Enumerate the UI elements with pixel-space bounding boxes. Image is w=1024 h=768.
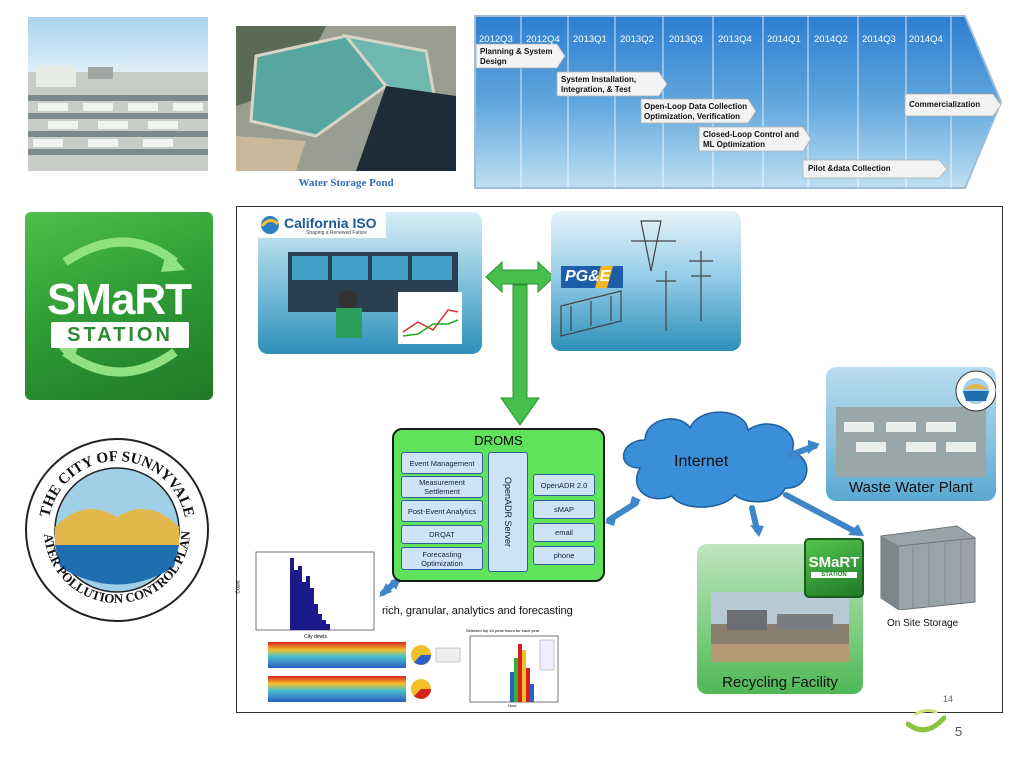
smart-badge-subtitle: STATION bbox=[811, 572, 857, 578]
task-open-loop: Open-Loop Data Collection Optimization, … bbox=[644, 102, 748, 121]
droms-channel: phone bbox=[533, 546, 595, 565]
quarter-label: 2012Q4 bbox=[526, 34, 560, 45]
histogram-count-label: Count bbox=[235, 580, 242, 594]
peak-hours-title: Selected top 40 peak hours for each year bbox=[466, 628, 540, 633]
peak-hours-axis-label: Hour bbox=[508, 703, 517, 708]
droms-module: DRQAT bbox=[401, 525, 483, 544]
footer-swirl-icon bbox=[906, 708, 946, 733]
task-closed-loop: Closed-Loop Control and ML Optimization bbox=[703, 130, 799, 149]
smart-badge-title: SMaRT bbox=[808, 554, 860, 571]
quarter-label: 2014Q2 bbox=[814, 34, 848, 45]
heatmap-title: City dewts bbox=[304, 634, 328, 640]
sunnyvale-seal: THE CITY OF SUNNYVALE WATER POLLUTION CO… bbox=[18, 425, 210, 623]
task-commercialization: Commercialization bbox=[909, 100, 981, 109]
smart-station-logo: SMaRT STATION bbox=[25, 212, 213, 400]
task-installation: System Installation, Integration, & Test bbox=[561, 75, 637, 94]
droms-module: Post-Event Analytics bbox=[401, 500, 483, 522]
waste-water-plant-panel: Waste Water Plant bbox=[826, 367, 996, 501]
quarter-label: 2014Q3 bbox=[862, 34, 896, 45]
smart-station-badge: SMaRT STATION bbox=[804, 538, 864, 598]
quarter-label: 2014Q4 bbox=[909, 34, 943, 45]
caiso-tagline: Shaping a Renewed Future bbox=[306, 230, 367, 236]
recycling-facility-label: Recycling Facility bbox=[722, 674, 838, 691]
quarter-label: 2013Q2 bbox=[620, 34, 654, 45]
droms-module: Event Management bbox=[401, 452, 483, 474]
quarter-label: 2013Q3 bbox=[669, 34, 703, 45]
quarter-label: 2013Q4 bbox=[718, 34, 752, 45]
droms-channel: email bbox=[533, 523, 595, 542]
quarter-label: 2014Q1 bbox=[767, 34, 801, 45]
recycling-facility-panel: Recycling Facility bbox=[697, 544, 863, 694]
treatment-plant-photo bbox=[28, 17, 208, 171]
quarter-label: 2013Q1 bbox=[573, 34, 607, 45]
pge-logo: PG&E bbox=[565, 268, 611, 285]
task-pilot: Pilot &data Collection bbox=[808, 164, 891, 173]
waste-water-plant-label: Waste Water Plant bbox=[849, 479, 973, 496]
inner-slide-number: 14 bbox=[943, 694, 954, 704]
droms-channel: sMAP bbox=[533, 500, 595, 519]
droms-title: DROMS bbox=[474, 433, 523, 448]
smart-logo-subtitle: STATION bbox=[67, 324, 173, 346]
droms-module: Forecasting Optimization bbox=[401, 547, 483, 570]
droms-system-box: DROMS Event Management Measurement Settl… bbox=[392, 428, 605, 582]
droms-channel: OpenADR 2.0 bbox=[533, 474, 595, 496]
on-site-storage-label: On Site Storage bbox=[887, 618, 959, 629]
openadr-server-label: OpenADR Server bbox=[503, 476, 513, 548]
peak-hours-plot: Selected top 40 peak hours for each year… bbox=[462, 628, 562, 710]
caiso-control-room-panel: California ISO Shaping a Renewed Future bbox=[258, 212, 482, 354]
heatmap-plots: City dewts bbox=[266, 634, 466, 706]
water-storage-pond-photo bbox=[236, 26, 456, 171]
smart-logo-title: SMaRT bbox=[46, 275, 192, 324]
storage-container-image bbox=[877, 524, 977, 611]
internet-label: Internet bbox=[674, 453, 729, 470]
quarter-label: 2012Q3 bbox=[479, 34, 513, 45]
analytics-caption: rich, granular, analytics and forecastin… bbox=[382, 605, 573, 617]
droms-module: Measurement Settlement bbox=[401, 476, 483, 498]
pge-substation-panel: PG&E bbox=[551, 211, 741, 351]
project-timeline: 2012Q3 2012Q4 2013Q1 2013Q2 2013Q3 2013Q… bbox=[473, 14, 1003, 190]
page-number: 5 bbox=[955, 724, 963, 739]
caiso-title: California ISO bbox=[284, 215, 377, 231]
task-planning: Planning & System Design bbox=[480, 47, 553, 66]
histogram-plot: Count bbox=[236, 548, 380, 636]
openadr-server-box: OpenADR Server bbox=[488, 452, 528, 572]
pond-caption: Water Storage Pond bbox=[298, 177, 394, 189]
